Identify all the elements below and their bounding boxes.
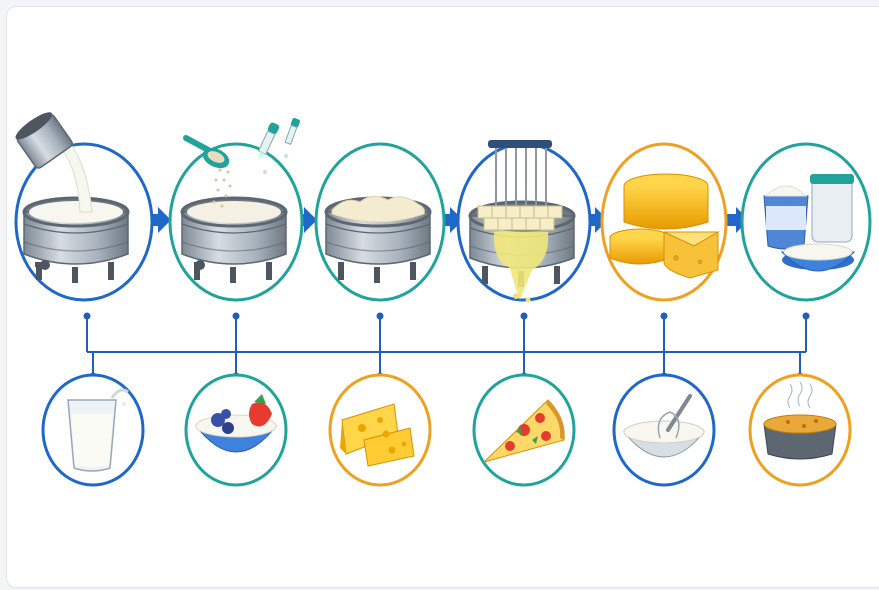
curd-cutter-whey-icon bbox=[468, 140, 576, 303]
step-4-cutting-curd bbox=[456, 140, 592, 303]
product-6-baked-dish bbox=[748, 373, 852, 487]
product-5-whipped-cream bbox=[612, 373, 716, 487]
connector-dots bbox=[83, 312, 810, 380]
yogurt-bowl-icon bbox=[194, 394, 278, 453]
step-2-add-culture bbox=[168, 118, 304, 302]
diagram-panel bbox=[6, 6, 879, 588]
pizza-slice-icon bbox=[483, 399, 565, 463]
culture-rennet-vat-icon bbox=[180, 118, 300, 285]
step-5-cheese-wheels bbox=[600, 142, 728, 302]
whisk-bowl-icon bbox=[622, 394, 706, 458]
yogurt-cream-jars-icon bbox=[763, 174, 856, 272]
arrow-2 bbox=[292, 207, 317, 233]
arrow-1 bbox=[146, 207, 171, 233]
arrow-3 bbox=[438, 207, 463, 233]
product-4-pizza-slice bbox=[472, 373, 576, 487]
step-3-curd bbox=[314, 142, 446, 302]
product-3-swiss-cheese bbox=[328, 373, 432, 487]
flow-arrows bbox=[146, 207, 749, 233]
swiss-cheese-icon bbox=[340, 403, 415, 467]
connector-tree bbox=[86, 316, 807, 375]
cheese-wheels-icon bbox=[609, 173, 720, 279]
product-2-yogurt-berries bbox=[184, 373, 288, 487]
milk-pouring-vat-icon bbox=[15, 112, 130, 285]
arrow-5 bbox=[724, 207, 749, 233]
curd-vat-icon bbox=[324, 196, 432, 285]
arrow-4 bbox=[583, 207, 608, 233]
baked-dish-icon bbox=[763, 381, 837, 460]
step-1-milk-pouring bbox=[14, 112, 154, 302]
product-1-milk-glass bbox=[41, 373, 145, 487]
milk-glass-icon bbox=[67, 388, 129, 472]
step-6-dairy-products bbox=[740, 142, 872, 302]
